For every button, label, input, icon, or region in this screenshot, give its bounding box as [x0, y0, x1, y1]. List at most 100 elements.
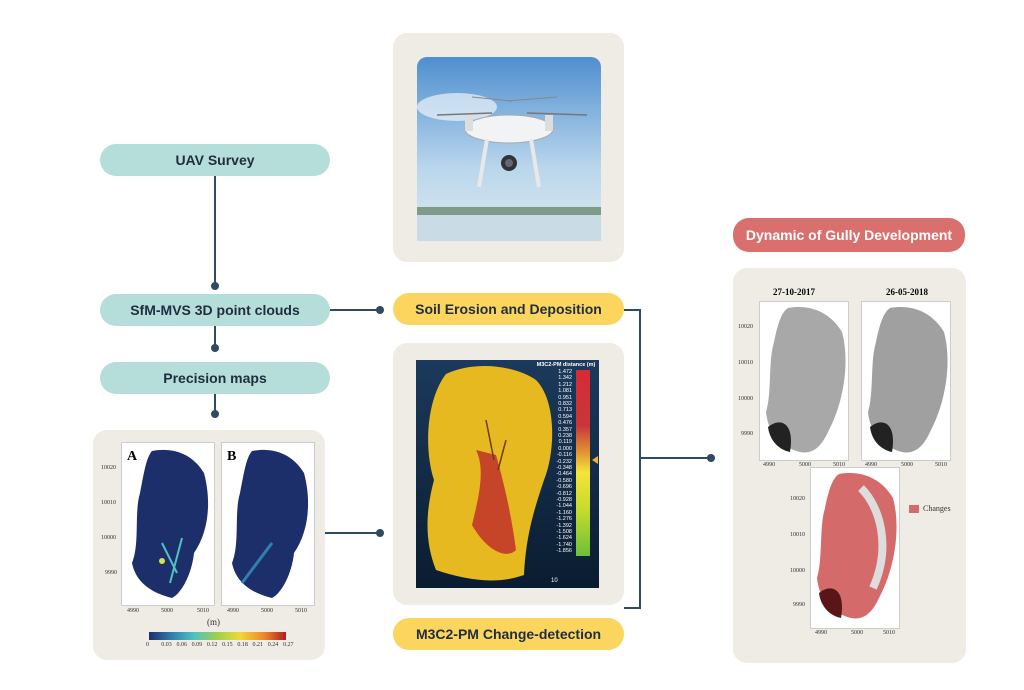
connector [214, 176, 216, 286]
y-tick: 10010 [738, 360, 753, 366]
uav-survey-node: UAV Survey [100, 144, 330, 176]
colorbar-tick: 0.18 [237, 642, 248, 648]
legend-value: 1.342 [558, 375, 572, 382]
legend-value: -0.464 [556, 471, 572, 478]
legend-value: 0.713 [558, 407, 572, 414]
connector-dot [211, 282, 219, 290]
y-tick: 10020 [738, 324, 753, 330]
x-tick: 4990 [127, 608, 139, 614]
legend-value: -0.928 [556, 497, 572, 503]
soil-erosion-node: Soil Erosion and Deposition [393, 293, 624, 325]
x-tick: 5010 [295, 608, 307, 614]
sfm-node: SfM-MVS 3D point clouds [100, 294, 330, 326]
legend-title: M3C2-PM distance (m) [536, 362, 596, 368]
connector-dot [211, 410, 219, 418]
changes-legend-label: Changes [923, 504, 951, 513]
precision-maps-node: Precision maps [100, 362, 330, 394]
connector-dot [376, 306, 384, 314]
x-tick: 5010 [197, 608, 209, 614]
connector [641, 457, 711, 459]
y-tick: 9990 [741, 431, 753, 437]
legend-marker-icon [592, 456, 598, 464]
x-tick: 5000 [799, 462, 811, 468]
dem-2017 [759, 301, 849, 461]
connector [330, 309, 380, 311]
legend-value: 0.357 [558, 426, 572, 433]
precision-colorbar [149, 632, 286, 640]
colorbar-tick: 0.06 [176, 642, 187, 648]
unit-label: (m) [207, 617, 220, 627]
x-tick: 5000 [261, 608, 273, 614]
legend-colorbar [576, 370, 590, 556]
legend-value: -1.160 [556, 509, 572, 516]
legend-value: -0.116 [556, 452, 572, 459]
legend-value: 0.594 [558, 413, 572, 420]
legend-value: 1.212 [558, 381, 572, 388]
x-tick: 4990 [865, 462, 877, 468]
y-tick: 9990 [793, 602, 805, 608]
y-tick: 10010 [790, 532, 805, 538]
y-tick: 10000 [101, 535, 116, 541]
y-tick: 10000 [738, 396, 753, 402]
legend-value: -0.812 [556, 490, 572, 497]
date-label-2017: 27-10-2017 [773, 287, 815, 297]
legend-value: 1.472 [558, 369, 572, 375]
connector-dot [211, 344, 219, 352]
legend-value: -1.508 [556, 529, 572, 535]
x-tick: 5000 [161, 608, 173, 614]
connector [214, 394, 216, 414]
drone-panel [393, 33, 624, 262]
map-a-frame: A [121, 442, 215, 606]
x-tick: 4990 [227, 608, 239, 614]
legend-value: 0.238 [558, 433, 572, 439]
legend-value: -0.232 [556, 458, 572, 465]
legend-value: -0.696 [556, 484, 572, 491]
scale-label: 10 [551, 578, 558, 584]
colorbar-tick: 0.12 [206, 642, 218, 648]
legend-value: 0.951 [558, 394, 572, 401]
legend-value: -0.348 [556, 465, 572, 471]
y-tick: 10000 [790, 568, 805, 574]
x-tick: 4990 [763, 462, 775, 468]
legend-value: 0.476 [558, 420, 572, 427]
connector [214, 326, 216, 348]
gully-development-node: Dynamic of Gully Development [733, 218, 965, 252]
legend-value: -1.624 [556, 535, 572, 542]
map-b-frame: B [221, 442, 315, 606]
x-tick: 5000 [901, 462, 913, 468]
change-detection-map [427, 366, 553, 581]
x-tick: 5010 [833, 462, 845, 468]
y-tick: 10020 [790, 496, 805, 502]
colorbar-tick: 0.15 [222, 642, 233, 648]
changes-map [810, 467, 900, 629]
legend-value: -1.276 [556, 516, 572, 523]
x-tick: 5010 [935, 462, 947, 468]
colorbar-tick: 0 [146, 642, 149, 648]
legend-value: -1.856 [556, 548, 572, 555]
legend-value: 0.000 [558, 445, 572, 452]
colorbar-tick: 0.03 [161, 642, 172, 648]
y-tick: 10020 [101, 465, 116, 471]
x-tick: 5000 [851, 630, 863, 636]
date-label-2018: 26-05-2018 [886, 287, 928, 297]
drone-photo [417, 57, 601, 241]
legend-value: 1.081 [558, 388, 572, 395]
colorbar-tick: 0.24 [267, 642, 279, 648]
colorbar-tick: 0.21 [252, 642, 264, 648]
y-tick: 10010 [101, 500, 116, 506]
changes-swatch [909, 505, 919, 513]
x-tick: 4990 [815, 630, 827, 636]
precision-panel: A B 10020 10010 10000 9990 4990 5000 501… [93, 430, 325, 660]
map-a-label: A [127, 449, 138, 464]
gully-panel: 27-10-2017 26-05-2018 10020 10010 10000 … [733, 268, 966, 663]
bracket-connector [624, 309, 641, 609]
legend-value: -1.392 [556, 522, 572, 529]
colorbar-tick: 0.09 [191, 642, 203, 648]
map-b-label: B [227, 449, 237, 464]
legend-value: -1.740 [556, 541, 572, 548]
connector-dot [707, 454, 715, 462]
legend-value: 0.832 [558, 401, 572, 407]
colorbar-tick: 0.27 [283, 642, 294, 648]
